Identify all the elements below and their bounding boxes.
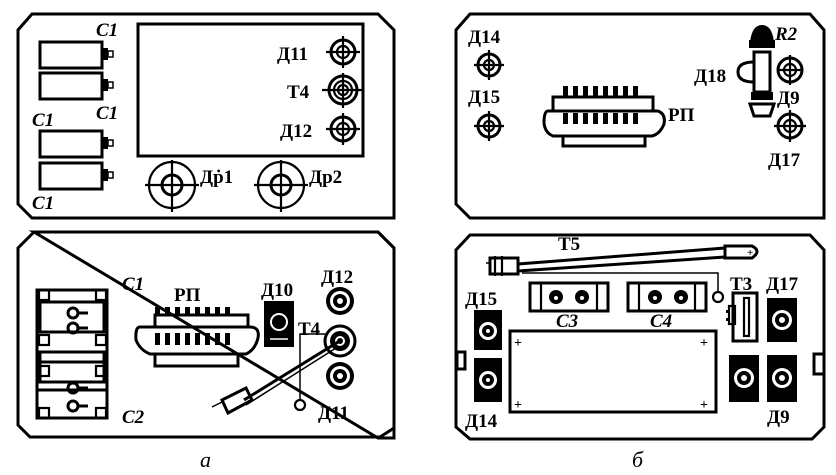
diode-d10 (264, 301, 294, 347)
diode-d9 (767, 355, 797, 402)
diode-d9-symbol (776, 55, 804, 85)
svg-text:+: + (514, 398, 522, 413)
caption-a: а (200, 447, 211, 472)
panel-b-bottom: + Т5 С3 С4 + + + + (454, 233, 826, 441)
transistor-t4-symbol (322, 73, 362, 108)
board-outline (16, 230, 396, 439)
label-d18: Д18 (694, 66, 726, 87)
label-d12: Д12 (321, 267, 353, 288)
mount-tab-left (455, 350, 467, 371)
label-d17: Д17 (768, 150, 801, 171)
capacitor-c1-3 (38, 129, 114, 159)
capacitor-c1-4 (38, 161, 114, 191)
connector-rp (134, 307, 260, 368)
diode-unlabeled (729, 355, 759, 402)
panel-b-top: Д14 Д15 РП R2 Д18 (454, 12, 826, 220)
label-d14: Д14 (468, 27, 501, 48)
label-t3: Т3 (730, 274, 752, 295)
diode-d12 (326, 287, 354, 315)
label-d10: Д10 (261, 280, 293, 301)
svg-text:+: + (700, 336, 708, 351)
battery-area (508, 329, 718, 414)
board-outline (454, 12, 826, 220)
label-c1: С1 (32, 110, 54, 131)
choke-dr1-symbol (145, 160, 199, 212)
svg-text:+: + (514, 336, 522, 351)
label-d11: Д11 (277, 44, 308, 65)
label-t5: Т5 (558, 234, 580, 255)
panel-a-top: С1 С1 С1 С1 Д11 Т4 Д12 Дṗ1 Др2 (16, 12, 396, 220)
label-d11: Д11 (318, 403, 349, 424)
transistor-t5: + (486, 244, 759, 304)
board-outline (16, 12, 396, 220)
label-d12: Д12 (280, 121, 312, 142)
diode-d15 (474, 310, 502, 350)
label-d17: Д17 (766, 274, 799, 295)
panel-a-bottom: С1 С2 РП Д10 Д12 (16, 230, 396, 440)
diode-d14 (474, 358, 502, 402)
diode-d11 (326, 362, 354, 390)
capacitor-c3 (528, 281, 610, 313)
svg-text:+: + (700, 398, 708, 413)
label-rp: РП (668, 105, 695, 126)
diode-d17-symbol (774, 110, 806, 142)
label-c2: С2 (122, 407, 145, 428)
label-dr1: Дṗ1 (200, 167, 233, 188)
label-r2: R2 (774, 24, 798, 45)
caption-b: б (632, 447, 644, 472)
transistor-t4 (323, 324, 357, 358)
label-c1: С1 (122, 274, 144, 295)
mount-tab-right (812, 352, 826, 376)
connector-rp (542, 86, 666, 148)
capacitor-c1-2 (38, 71, 114, 101)
label-t4: Т4 (287, 82, 310, 103)
label-c1: С1 (96, 20, 118, 41)
label-c1: С1 (96, 103, 118, 124)
diode-d17 (767, 298, 797, 342)
label-d9: Д9 (777, 88, 800, 109)
label-d15: Д15 (468, 87, 500, 108)
diode-d11-symbol (326, 36, 360, 68)
label-d15: Д15 (465, 289, 497, 310)
choke-dr2-symbol (254, 160, 308, 212)
label-dr2: Др2 (309, 167, 342, 188)
capacitor-c1-1 (38, 40, 114, 70)
capacitor-c2-block (35, 360, 109, 420)
resistor-r2-diode-d18 (736, 25, 777, 118)
label-rp: РП (174, 285, 201, 306)
transistor-t4-lead (211, 333, 339, 416)
transistor-t3 (726, 291, 759, 343)
board-outline (454, 233, 826, 441)
capacitor-c4 (626, 281, 708, 313)
label-t4: Т4 (298, 319, 321, 340)
label-d9: Д9 (767, 407, 790, 428)
svg-text:+: + (747, 247, 753, 259)
diode-d15-symbol (474, 111, 504, 141)
capacitor-terminals (66, 306, 88, 413)
label-c4: С4 (650, 311, 672, 332)
component-area (136, 22, 365, 158)
battery-plus-marks: + + + + (514, 336, 708, 413)
label-c3: С3 (556, 311, 578, 332)
label-c1: С1 (32, 193, 54, 214)
label-d14: Д14 (465, 411, 498, 432)
diode-d14-symbol (474, 50, 504, 80)
diode-d12-symbol (326, 113, 360, 145)
